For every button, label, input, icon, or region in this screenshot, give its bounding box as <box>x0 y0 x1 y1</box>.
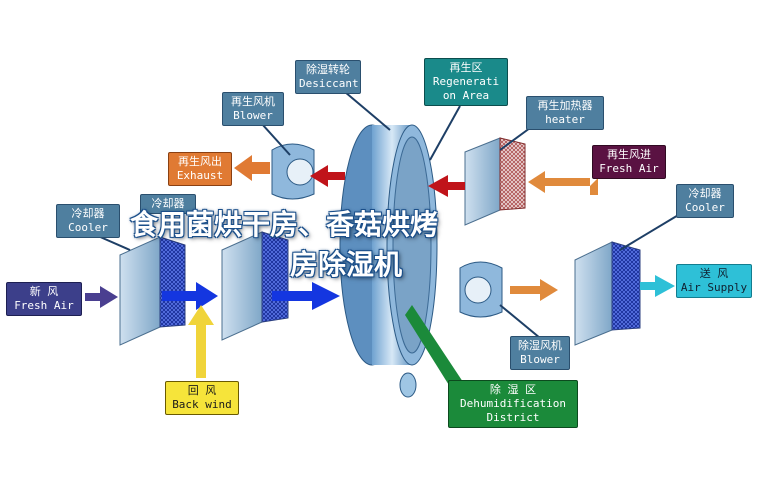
fresh-air-label-en: Fresh Air <box>14 299 74 312</box>
dehum-blower-label-zh: 除湿风机 <box>518 339 562 352</box>
regen-fresh-air-arrow <box>528 171 598 195</box>
watermark-line-1: 食用菌烘干房、香菇烘烤 <box>130 208 439 241</box>
air-supply-arrow <box>640 275 675 297</box>
air-supply-label-en: Air Supply <box>680 281 748 294</box>
regen-area-label-zh: 再生区 <box>449 61 483 74</box>
cooler-unit-middle <box>221 231 289 341</box>
regeneration-heater-unit <box>464 137 526 226</box>
cooler-right-label: 冷却器 Cooler <box>676 184 734 218</box>
blue-airflow-arrow-1 <box>162 282 218 310</box>
back-wind-label: 回 风 Back wind <box>165 381 239 415</box>
back-wind-label-zh: 回 风 <box>187 384 217 397</box>
air-supply-label-zh: 送 风 <box>699 267 729 280</box>
red-arrow-heater-to-wheel <box>428 175 465 197</box>
regen-blower-label-zh: 再生风机 <box>231 95 275 108</box>
dehum-district-label-zh: 除 湿 区 <box>489 383 537 396</box>
desiccant-wheel <box>339 124 438 398</box>
dehumidification-blower-fan <box>459 261 503 318</box>
regen-fresh-air-label: 再生风进 Fresh Air <box>592 145 666 179</box>
cooler-middle-label-zh: 冷却器 <box>151 197 185 210</box>
blue-airflow-arrow-2 <box>272 282 340 310</box>
desiccant-label: 除湿转轮 Desiccant <box>295 60 361 94</box>
dehum-district-label-en2: District <box>486 411 540 424</box>
cooler-unit-right <box>574 241 641 346</box>
back-wind-arrow <box>188 305 214 378</box>
desiccant-label-en: Desiccant <box>299 77 359 90</box>
dehum-blower-label-en: Blower <box>520 353 560 366</box>
regeneration-blower-fan <box>271 143 315 200</box>
exhaust-arrow <box>234 155 270 181</box>
regen-blower-label: 再生风机 Blower <box>222 92 284 126</box>
exhaust-label: 再生风出 Exhaust <box>168 152 232 186</box>
watermark-title: 食用菌烘干房、香菇烘烤 房除湿机 <box>130 205 650 285</box>
cooler-unit-left <box>119 236 186 346</box>
callout-lines <box>97 91 681 339</box>
cooler-left-label-zh: 冷却器 <box>71 207 105 220</box>
exhaust-label-en: Exhaust <box>176 169 224 182</box>
desiccant-label-zh: 除湿转轮 <box>306 63 350 76</box>
cooler-middle-label: 冷却器 <box>140 194 196 214</box>
regen-area-label: 再生区 Regenerati on Area <box>424 58 508 106</box>
cooler-right-label-en: Cooler <box>685 201 725 214</box>
regen-blower-label-en: Blower <box>233 109 273 122</box>
cooler-right-label-zh: 冷却器 <box>688 187 722 200</box>
cooler-left-label: 冷却器 Cooler <box>56 204 120 238</box>
fresh-air-label: 新 风 Fresh Air <box>6 282 82 316</box>
dehum-district-label: 除 湿 区 Dehumidification District <box>448 380 578 428</box>
red-arrow-wheel-to-blower <box>310 165 345 187</box>
regen-fresh-air-label-zh: 再生风进 <box>607 148 651 161</box>
exhaust-label-zh: 再生风出 <box>178 155 222 168</box>
orange-arrow-to-cooler <box>510 279 558 301</box>
regen-heater-label: 再生加热器 heater <box>526 96 604 130</box>
fresh-air-arrow <box>85 286 118 308</box>
air-supply-label: 送 风 Air Supply <box>676 264 752 298</box>
watermark-line-2: 房除湿机 <box>290 248 403 281</box>
regen-area-label-en2: on Area <box>442 89 490 102</box>
regen-heater-label-en: heater <box>545 113 585 126</box>
fresh-air-label-zh: 新 风 <box>29 285 59 298</box>
dehum-district-label-en1: Dehumidification <box>460 397 566 410</box>
regen-heater-label-zh: 再生加热器 <box>537 99 593 112</box>
regen-fresh-air-label-en: Fresh Air <box>599 162 659 175</box>
dehum-district-callout <box>405 305 465 390</box>
back-wind-label-en: Back wind <box>172 398 232 411</box>
dehum-blower-label: 除湿风机 Blower <box>510 336 570 370</box>
cooler-left-label-en: Cooler <box>68 221 108 234</box>
regen-area-label-en1: Regenerati <box>432 75 500 88</box>
